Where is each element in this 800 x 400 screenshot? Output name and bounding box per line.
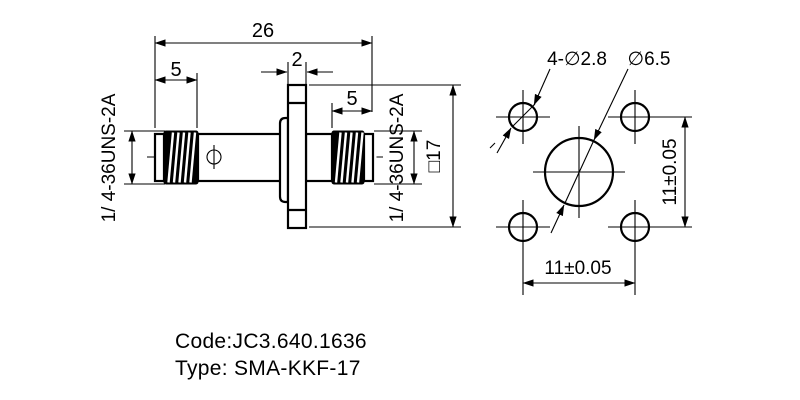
leader-center-hole-through bbox=[564, 139, 595, 204]
flange-square-dim-label: □17 bbox=[424, 140, 445, 173]
thread-spec-left-label: 1/ 4-36UNS-2A bbox=[99, 93, 120, 222]
right-coupling-nut-end bbox=[362, 132, 375, 183]
right-thread-section bbox=[331, 130, 365, 185]
dim-text-right-thread-length: 5 bbox=[346, 88, 357, 110]
leader-mounting-holes-through bbox=[511, 103, 536, 128]
dim-text-left-thread-length: 5 bbox=[170, 59, 181, 81]
front-view-dimension-lines bbox=[522, 116, 689, 287]
dim-text-flange-thickness: 2 bbox=[291, 49, 302, 71]
side-view-dimension-lines bbox=[128, 39, 457, 228]
left-thread-section bbox=[163, 130, 199, 185]
flange-hub bbox=[278, 116, 290, 204]
dim-text-hole-spacing-vertical: 11±0.05 bbox=[660, 138, 681, 205]
front-view-texts: 4-∅2.8 ∅6.5 11±0.05 11±0.05 bbox=[544, 49, 681, 279]
thread-spec-right-label: 1/ 4-36UNS-2A bbox=[387, 93, 408, 222]
flange-plate bbox=[286, 83, 308, 230]
left-body-cylinder bbox=[196, 132, 283, 183]
leader-mounting-holes-upper bbox=[533, 68, 551, 106]
part-code-text: Code:JC3.640.1636 bbox=[175, 330, 367, 353]
right-body-cylinder bbox=[304, 132, 334, 183]
front-view-centerlines bbox=[496, 90, 692, 295]
leader-mounting-holes-tail-tick bbox=[489, 142, 496, 149]
front-view-leaders bbox=[489, 68, 629, 234]
dim-text-overall-length: 26 bbox=[252, 20, 274, 42]
leader-center-hole-upper bbox=[593, 68, 629, 141]
leader-center-hole-lower bbox=[550, 204, 565, 234]
part-type-text: Type: SMA-KKF-17 bbox=[175, 357, 361, 380]
dim-text-hole-spacing-horizontal: 11±0.05 bbox=[544, 258, 611, 279]
mounting-holes-dia-label: 4-∅2.8 bbox=[547, 49, 607, 70]
title-notes: Code:JC3.640.1636 Type: SMA-KKF-17 bbox=[175, 330, 367, 380]
left-coupling-nut-end bbox=[153, 132, 166, 183]
side-view-dimension-texts: 26 5 2 5 1/ 4-36UNS-2A 1/ 4-36UNS-2A □17 bbox=[99, 20, 445, 222]
front-view: 4-∅2.8 ∅6.5 11±0.05 11±0.05 bbox=[489, 49, 692, 295]
side-view: 26 5 2 5 1/ 4-36UNS-2A 1/ 4-36UNS-2A □17 bbox=[99, 20, 461, 230]
center-hole-dia-label: ∅6.5 bbox=[628, 49, 671, 70]
leader-mounting-holes-lower bbox=[496, 127, 512, 154]
connector-body-outline bbox=[153, 83, 375, 230]
